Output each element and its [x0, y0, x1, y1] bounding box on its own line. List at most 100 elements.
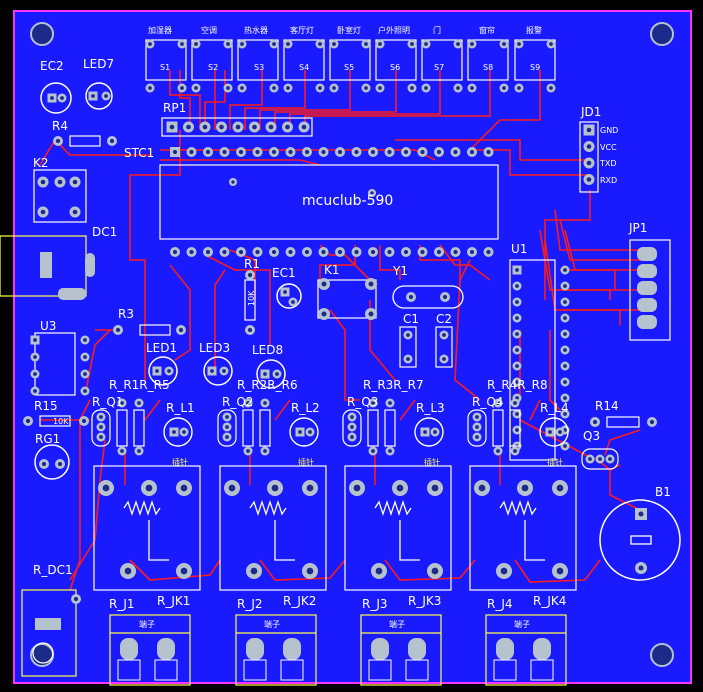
r1-value: 10K [247, 290, 256, 306]
terminal-pad [157, 638, 175, 660]
stc1-pin-bottom-hole [420, 249, 425, 255]
jd1-pin-vcc: VCC [600, 143, 617, 152]
relay-transistor-pin-hole [99, 425, 103, 429]
relay-led-outline [289, 417, 319, 447]
ec2-outline [40, 82, 72, 114]
k2-pin-hole [40, 179, 46, 185]
relay1-q: R_Q1 [92, 395, 123, 409]
stc1-pin-top-hole [436, 149, 442, 155]
relay1-jk: R_JK1 [157, 594, 190, 608]
u1-pin-hole [563, 268, 567, 272]
led-pin-hole [167, 369, 171, 373]
relay-led-outline [539, 417, 569, 447]
u1-pin-hole [515, 380, 519, 384]
switch-pad-hole [378, 86, 382, 90]
relay-coil [374, 499, 412, 517]
switch-name-9: 报警 [526, 25, 542, 35]
stc1-pin-bottom-hole [453, 249, 458, 255]
label-k1: K1 [324, 263, 340, 277]
rg1-pin-hole [41, 461, 47, 467]
label-rp1: RP1 [163, 101, 186, 115]
u1-pin-hole [515, 284, 519, 288]
switch-name-7: 门 [433, 25, 441, 35]
relay3-led: R_L3 [416, 401, 445, 415]
r14-pin-hole [592, 419, 598, 425]
switch-pad-hole [226, 42, 230, 46]
relay-pin-hole [306, 567, 314, 575]
relay-pin-hole [271, 484, 279, 492]
jp1-pin [637, 281, 657, 295]
led7-pin-hole [91, 94, 95, 98]
relay-resistor-outline [259, 409, 271, 447]
terminal-outline [109, 614, 191, 686]
via-hole [231, 180, 235, 184]
c1-pin-hole [406, 357, 410, 361]
mounting-hole-br [650, 643, 674, 667]
jd1-pin-hole [586, 127, 592, 133]
relay-coil [123, 499, 161, 517]
terminal-pad [246, 638, 264, 660]
relay-pin-hole [228, 484, 236, 492]
u3-pin-hole [83, 338, 87, 342]
jp1-outline [629, 239, 671, 341]
relay-led-pin-hole [423, 430, 427, 434]
switch-row: 加湿器 空调 热水器 客厅灯 卧室灯 户外照明 门 窗帘 报警 S1 S2 S3… [148, 25, 542, 72]
relay-led-pin-hole [298, 430, 302, 434]
stc1-pin-top-hole [453, 149, 458, 155]
label-ec2: EC2 [40, 59, 64, 73]
stc1-pin-bottom-hole [354, 249, 359, 255]
switch-pad-hole [470, 86, 474, 90]
label-ec1: EC1 [272, 266, 296, 280]
label-r4: R4 [52, 119, 68, 133]
stc1-pin-top-hole [469, 149, 475, 155]
stc1-pin-top-hole [238, 149, 244, 155]
relay-transistor-pin-hole [475, 435, 479, 439]
jp1-pin [637, 298, 657, 312]
r14-outline [606, 416, 640, 428]
r15-value: 10K [53, 417, 69, 426]
relay-resistor-pin-hole [513, 449, 517, 453]
stc1-pin-bottom-hole [271, 249, 277, 255]
relay-transistor-pin-hole [225, 425, 229, 429]
relay-switch [524, 520, 545, 561]
switch-pad-hole [364, 86, 368, 90]
ec2-pin-hole [60, 96, 64, 100]
relay2-q: R_Q2 [222, 395, 253, 409]
terminal-slot [405, 659, 429, 681]
stc1-pin-top-hole [304, 149, 310, 155]
switch-pad-hole [180, 86, 184, 90]
switch-pad-hole [378, 42, 382, 46]
relay4-jk: R_JK4 [533, 594, 566, 608]
stc1-pin-top-hole [189, 149, 194, 155]
label-r14: R14 [595, 399, 619, 413]
relay-resistor-pin-hole [263, 449, 267, 453]
relay4-led: R_L4 [540, 401, 569, 415]
relay-led-pin-hole [182, 430, 186, 434]
terminal-pad [533, 638, 551, 660]
c1-outline [399, 326, 417, 368]
switch-ref-9: S9 [530, 63, 540, 72]
switch-pad-hole [424, 86, 428, 90]
switch-name-6: 户外照明 [378, 25, 410, 35]
switch-pad-hole [240, 42, 244, 46]
switch-body-3 [237, 39, 279, 81]
stc1-pin-bottom-hole [469, 249, 475, 255]
label-jd1: JD1 [580, 105, 601, 119]
relay-pin-hole [124, 567, 132, 575]
relay-resistor-pin-hole [246, 401, 250, 405]
u3-pin-hole [33, 338, 37, 342]
terminal-slot [243, 659, 267, 681]
rp1-pin-hole [301, 124, 307, 130]
led-pin-hole [210, 369, 214, 373]
relay-resistor-outline [133, 409, 145, 447]
r15-pin-hole [81, 418, 87, 424]
relay3-term: 端子 [389, 619, 405, 629]
jp1-pin [637, 315, 657, 329]
stc1-pin-top-hole [222, 149, 227, 155]
y1-pin-hole [442, 294, 448, 300]
rp1-pin-hole [202, 124, 208, 130]
u1-pin-hole [563, 412, 567, 416]
jd1-pin-txd: TXD [599, 159, 617, 168]
terminal-pad [371, 638, 389, 660]
